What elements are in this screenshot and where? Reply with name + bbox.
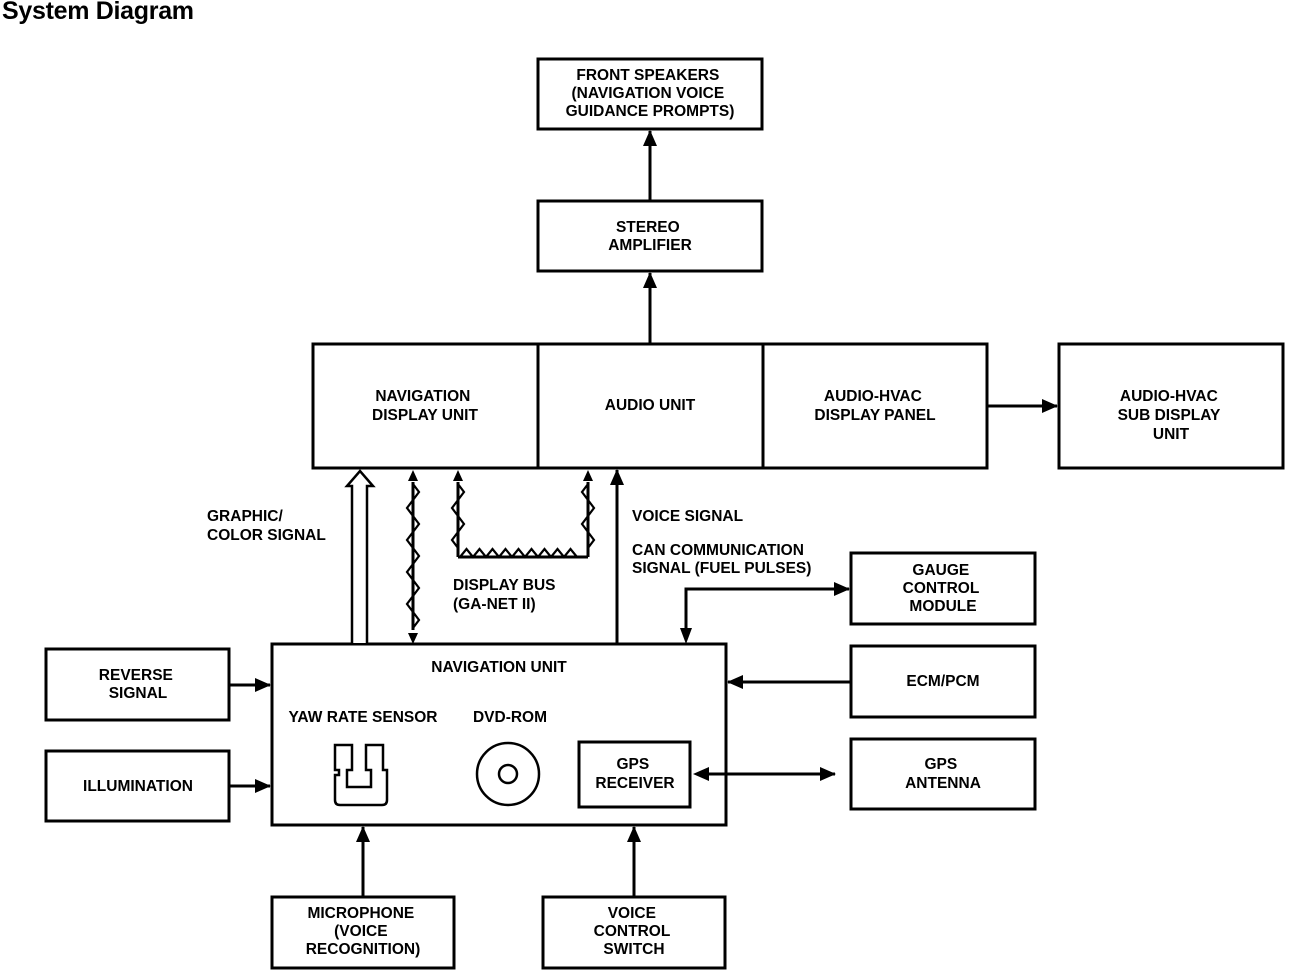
front-speakers-label: FRONT SPEAKERS (NAVIGATION VOICE GUIDANC… [566,67,735,120]
microphone-block: MICROPHONE (VOICE RECOGNITION) [270,895,456,970]
label-line: ANTENNA [905,775,981,792]
dvd-disc-icon [475,741,541,807]
label-line: REVERSE [99,667,173,684]
bus-zigzag [450,483,466,549]
illumination-label: ILLUMINATION [83,778,193,795]
label-line: SIGNAL [109,685,168,702]
label-line: (VOICE [334,923,387,940]
label-line: MODULE [909,598,976,615]
navigation-display-unit-label: NAVIGATION DISPLAY UNIT [372,388,478,424]
label-line: VOICE [608,905,656,922]
label-line: UNIT [1153,426,1190,443]
bus-zigzag [405,483,421,629]
label-line: DISPLAY BUS [453,577,556,594]
label-line: AUDIO UNIT [605,397,696,414]
label-line: SIGNAL (FUEL PULSES) [632,560,811,577]
audio-hvac-sub-display-unit-block: AUDIO-HVAC SUB DISPLAY UNIT [1057,342,1285,470]
gps-antenna-block: GPS ANTENNA [849,737,1037,811]
bus-arrow-up [453,470,463,481]
gps-antenna-label: GPS ANTENNA [905,756,981,792]
arrow-can-to-gauge [684,582,850,628]
label-line: GPS [924,756,957,773]
dvd-rom-label: DVD-ROM [473,709,547,726]
label-line: FRONT SPEAKERS [576,67,719,84]
label-line: DISPLAY UNIT [372,407,478,424]
ecm-pcm-block: ECM/PCM [849,644,1037,719]
graphic-color-hollow-arrow [344,469,376,643]
arrow-can-to-nav [680,628,692,644]
bus-arrow-up [408,470,418,481]
label-line: CAN COMMUNICATION [632,542,804,559]
gps-receiver-block: GPS RECEIVER [577,740,692,809]
label-line: RECOGNITION) [306,941,421,958]
display-bus-lines [405,470,596,644]
label-line: DISPLAY PANEL [814,407,935,424]
bus-zigzag [459,547,578,559]
illumination-block: ILLUMINATION [44,749,231,823]
bus-zigzag [580,483,596,549]
label-line: AMPLIFIER [608,237,692,254]
label-line: SWITCH [603,941,664,958]
label-line: MICROPHONE [307,905,414,922]
label-line: GAUGE [912,562,969,579]
graphic-color-signal-label: GRAPHIC/ COLOR SIGNAL [207,508,326,544]
can-communication-label: CAN COMMUNICATION SIGNAL (FUEL PULSES) [632,542,811,577]
yaw-sensor-icon [333,743,389,807]
bus-arrow-up [583,470,593,481]
label-line: CONTROL [594,923,670,940]
label-line: NAVIGATION [375,388,470,405]
diagram-title: System Diagram [2,0,194,25]
audio-unit-label: AUDIO UNIT [605,397,696,414]
label-line: STEREO [616,219,680,236]
label-line: (GA-NET II) [453,596,536,613]
yaw-rate-sensor-label: YAW RATE SENSOR [289,709,438,726]
front-speakers-block: FRONT SPEAKERS (NAVIGATION VOICE GUIDANC… [536,57,764,131]
gauge-control-module-block: GAUGE CONTROL MODULE [849,551,1037,626]
display-bus-label: DISPLAY BUS (GA-NET II) [453,577,560,613]
label-line: GUIDANCE PROMPTS) [566,103,735,120]
label-line: GRAPHIC/ [207,508,283,525]
voice-signal-label: VOICE SIGNAL [632,508,743,525]
label-line: CONTROL [903,580,979,597]
label-line: RECEIVER [595,775,674,792]
stereo-amplifier-label: STEREO AMPLIFIER [608,219,692,254]
label-line: AUDIO-HVAC [824,388,922,405]
audio-hvac-sub-display-unit-label: AUDIO-HVAC SUB DISPLAY UNIT [1118,388,1225,443]
gps-receiver-label: GPS RECEIVER [595,756,674,792]
label-line: (NAVIGATION VOICE [571,85,724,102]
reverse-signal-block: REVERSE SIGNAL [44,647,231,722]
voice-control-switch-block: VOICE CONTROL SWITCH [541,895,727,970]
ecm-pcm-label: ECM/PCM [906,673,979,690]
microphone-label: MICROPHONE (VOICE RECOGNITION) [306,905,421,958]
label-line: AUDIO-HVAC [1120,388,1218,405]
navigation-unit-label: NAVIGATION UNIT [431,659,567,676]
label-line: COLOR SIGNAL [207,527,326,544]
audio-hvac-display-panel-label: AUDIO-HVAC DISPLAY PANEL [814,388,935,424]
head-unit-group: NAVIGATION DISPLAY UNIT AUDIO UNIT AUDIO… [311,342,989,470]
bus-arrow-down [408,633,418,644]
gauge-control-module-label: GAUGE CONTROL MODULE [903,562,984,615]
reverse-signal-label: REVERSE SIGNAL [99,667,177,702]
voice-control-switch-label: VOICE CONTROL SWITCH [594,905,675,958]
stereo-amplifier-block: STEREO AMPLIFIER [536,199,764,273]
label-line: GPS [616,756,649,773]
navigation-unit-block: NAVIGATION UNIT YAW RATE SENSOR DVD-ROM … [270,642,728,827]
label-line: SUB DISPLAY [1118,407,1221,424]
